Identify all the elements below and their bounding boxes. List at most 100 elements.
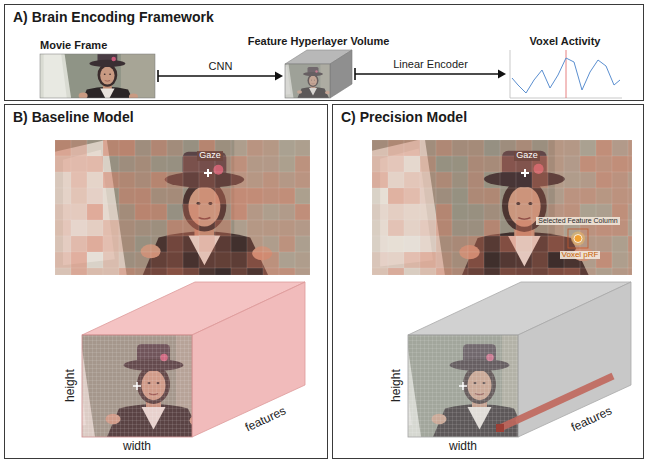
heat-cell — [452, 172, 468, 188]
heat-cell — [564, 188, 580, 204]
image-node: Movie Frame — [40, 54, 155, 98]
heat-cell — [295, 172, 310, 188]
heat-cell — [484, 140, 500, 156]
heat-cell — [532, 236, 548, 252]
heat-cell — [452, 220, 468, 236]
heat-cell — [564, 172, 580, 188]
gaze-label: Gaze — [197, 151, 223, 161]
heat-cell — [388, 156, 404, 172]
heat-cell — [404, 156, 420, 172]
heat-cell — [500, 188, 516, 204]
panel-title: A) Brain Encoding Framework — [13, 9, 214, 25]
heat-cell — [119, 252, 135, 268]
connector-line — [355, 73, 500, 75]
heat-cell — [199, 204, 215, 220]
arrow-head — [275, 72, 283, 81]
prf-dot — [574, 235, 582, 243]
heat-cell — [279, 140, 295, 156]
heat-cell — [279, 252, 295, 268]
plot-axis — [510, 50, 511, 98]
heat-cell — [87, 172, 103, 188]
heat-cell — [436, 268, 452, 275]
heat-cell — [436, 252, 452, 268]
heat-cell — [628, 188, 632, 204]
heat-cell — [372, 236, 388, 252]
panel-title: C) Precision Model — [341, 109, 467, 125]
heat-cell — [199, 236, 215, 252]
heat-cell — [452, 204, 468, 220]
heat-cell — [71, 172, 87, 188]
heat-cell — [167, 188, 183, 204]
heat-cell — [295, 252, 310, 268]
heat-cell — [215, 172, 231, 188]
heat-cell — [532, 252, 548, 268]
heat-cell — [167, 236, 183, 252]
heat-cell — [516, 268, 532, 275]
heat-cell — [516, 252, 532, 268]
heat-cell — [468, 172, 484, 188]
heat-cell — [87, 268, 103, 275]
panel-title: B) Baseline Model — [13, 109, 134, 125]
heat-cell — [484, 204, 500, 220]
heat-cell — [231, 156, 247, 172]
heat-cell — [247, 172, 263, 188]
heat-cell — [404, 172, 420, 188]
heat-cell — [500, 172, 516, 188]
heat-cell — [215, 236, 231, 252]
heat-cell — [87, 188, 103, 204]
heat-cell — [436, 204, 452, 220]
heat-cell — [263, 268, 279, 275]
heat-cell — [596, 172, 612, 188]
heat-cell — [532, 172, 548, 188]
heat-cell — [404, 188, 420, 204]
heat-cell — [468, 236, 484, 252]
heat-cell — [532, 268, 548, 275]
heat-cell — [279, 172, 295, 188]
edge-label: Linear Encoder — [391, 58, 470, 70]
heat-cell — [420, 140, 436, 156]
gaze-cross — [133, 382, 141, 390]
heat-cell — [135, 236, 151, 252]
heat-cell — [516, 220, 532, 236]
heat-cell — [167, 268, 183, 275]
heat-cell — [135, 156, 151, 172]
heat-cell — [295, 268, 310, 275]
heat-cell — [119, 204, 135, 220]
heat-cell — [468, 156, 484, 172]
heat-cell — [167, 220, 183, 236]
gaze-cross — [204, 169, 212, 177]
volume-side — [192, 282, 305, 437]
heat-cell — [372, 220, 388, 236]
heat-cell — [484, 268, 500, 275]
heat-cell — [247, 236, 263, 252]
axis-label: height — [63, 370, 76, 403]
heat-cell — [452, 188, 468, 204]
heat-cell — [484, 172, 500, 188]
heat-cell — [103, 252, 119, 268]
heat-cell — [420, 172, 436, 188]
heat-cell — [215, 252, 231, 268]
heat-cell — [119, 188, 135, 204]
heat-cell — [420, 156, 436, 172]
heat-cell — [548, 140, 564, 156]
heat-cell — [183, 268, 199, 275]
heat-cell — [612, 188, 628, 204]
volume-front — [285, 64, 330, 98]
heat-cell — [628, 156, 632, 172]
heat-cell — [135, 140, 151, 156]
heat-cell — [279, 236, 295, 252]
heat-cell — [388, 140, 404, 156]
heat-cell — [263, 172, 279, 188]
heat-cell — [388, 252, 404, 268]
heat-cell — [231, 188, 247, 204]
heat-cell — [103, 220, 119, 236]
heat-cell — [420, 188, 436, 204]
heat-cell — [388, 204, 404, 220]
heat-cell — [135, 252, 151, 268]
heat-cell — [151, 220, 167, 236]
heat-cell — [151, 188, 167, 204]
heat-cell — [404, 236, 420, 252]
node-heading: Movie Frame — [40, 39, 107, 51]
heat-cell — [436, 236, 452, 252]
heat-cell — [119, 236, 135, 252]
